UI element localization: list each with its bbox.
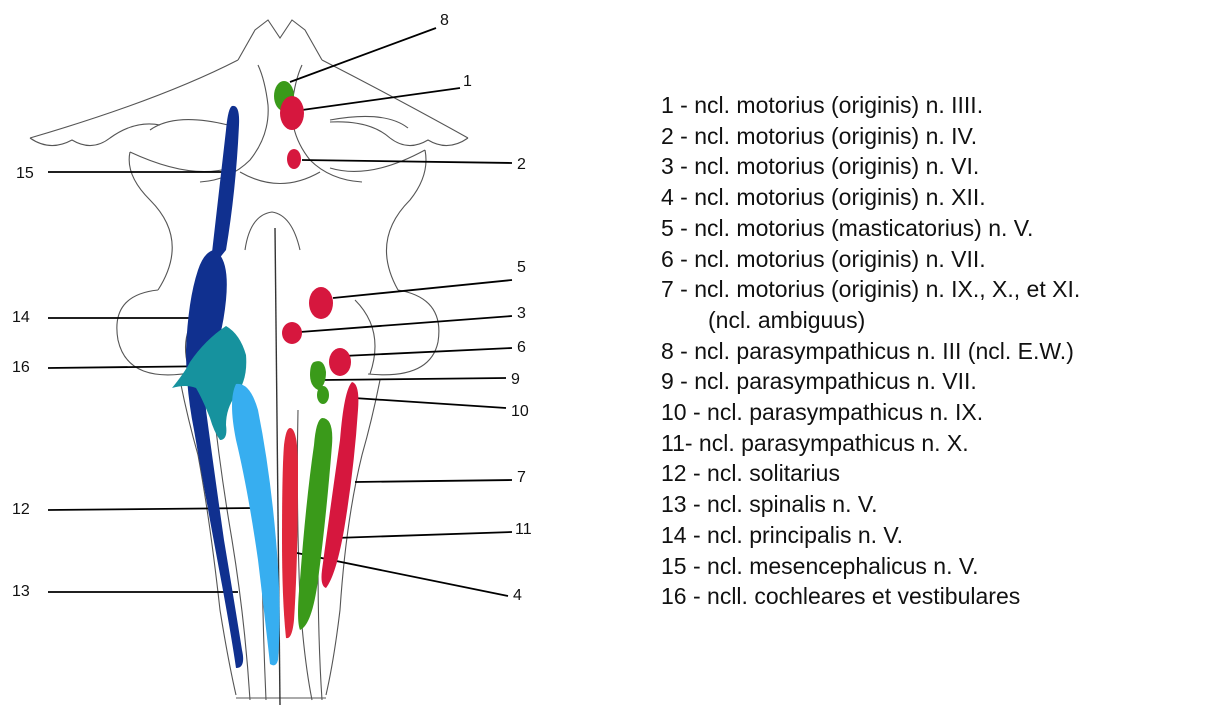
callout-3: 3 (517, 305, 526, 322)
nucleus-12-solitarius (232, 384, 280, 665)
legend-item-8: 8 - ncl. parasympathicus n. III (ncl. E.… (661, 336, 1080, 367)
legend-item-14: 14 - ncl. principalis n. V. (661, 520, 1080, 551)
nucleus-11-parasympathicus-x (298, 418, 332, 630)
legend-item-5: 5 - ncl. motorius (masticatorius) n. V. (661, 213, 1080, 244)
callout-10: 10 (511, 403, 529, 420)
legend-item-7-continued: (ncl. ambiguus) (661, 305, 1080, 336)
callout-14: 14 (12, 309, 30, 326)
nucleus-1-oculomotorius (280, 96, 304, 130)
legend: 1 - ncl. motorius (originis) n. IIII. 2 … (661, 90, 1080, 612)
legend-item-11: 11- ncl. parasympathicus n. X. (661, 428, 1080, 459)
callout-2: 2 (517, 156, 526, 173)
nucleus-10-parasympathicus-ix (317, 386, 329, 404)
legend-item-1: 1 - ncl. motorius (originis) n. IIII. (661, 90, 1080, 121)
legend-item-13: 13 - ncl. spinalis n. V. (661, 489, 1080, 520)
callout-15: 15 (16, 165, 34, 182)
callout-16: 16 (12, 359, 30, 376)
nucleus-5-masticatorius (309, 287, 333, 319)
nucleus-15-mesencephalicus (210, 106, 239, 270)
callout-7: 7 (517, 469, 526, 486)
nucleus-9-parasympathicus-vii (310, 361, 326, 390)
nucleus-6-facialis (329, 348, 351, 376)
legend-item-2: 2 - ncl. motorius (originis) n. IV. (661, 121, 1080, 152)
callout-11: 11 (515, 521, 532, 538)
leader-lines (48, 28, 512, 596)
legend-item-3: 3 - ncl. motorius (originis) n. VI. (661, 151, 1080, 182)
legend-item-10: 10 - ncl. parasympathicus n. IX. (661, 397, 1080, 428)
legend-item-6: 6 - ncl. motorius (originis) n. VII. (661, 244, 1080, 275)
legend-item-9: 9 - ncl. parasympathicus n. VII. (661, 366, 1080, 397)
callout-4: 4 (513, 587, 522, 604)
nucleus-2-trochlearis (287, 149, 301, 169)
callout-13: 13 (12, 583, 30, 600)
callout-8: 8 (440, 12, 449, 29)
callout-5: 5 (517, 259, 526, 276)
nuclei (172, 81, 358, 668)
legend-item-15: 15 - ncl. mesencephalicus n. V. (661, 551, 1080, 582)
nucleus-4-hypoglossal (282, 428, 298, 638)
callout-12: 12 (12, 501, 30, 518)
callout-1: 1 (463, 73, 472, 90)
legend-item-4: 4 - ncl. motorius (originis) n. XII. (661, 182, 1080, 213)
nucleus-3-abducens (282, 322, 302, 344)
callout-6: 6 (517, 339, 526, 356)
brainstem-outline (30, 20, 468, 705)
callout-9: 9 (511, 371, 520, 388)
legend-item-16: 16 - ncll. cochleares et vestibulares (661, 581, 1080, 612)
legend-item-7: 7 - ncl. motorius (originis) n. IX., X.,… (661, 274, 1080, 305)
nucleus-14-principalis (186, 250, 243, 668)
legend-item-12: 12 - ncl. solitarius (661, 458, 1080, 489)
